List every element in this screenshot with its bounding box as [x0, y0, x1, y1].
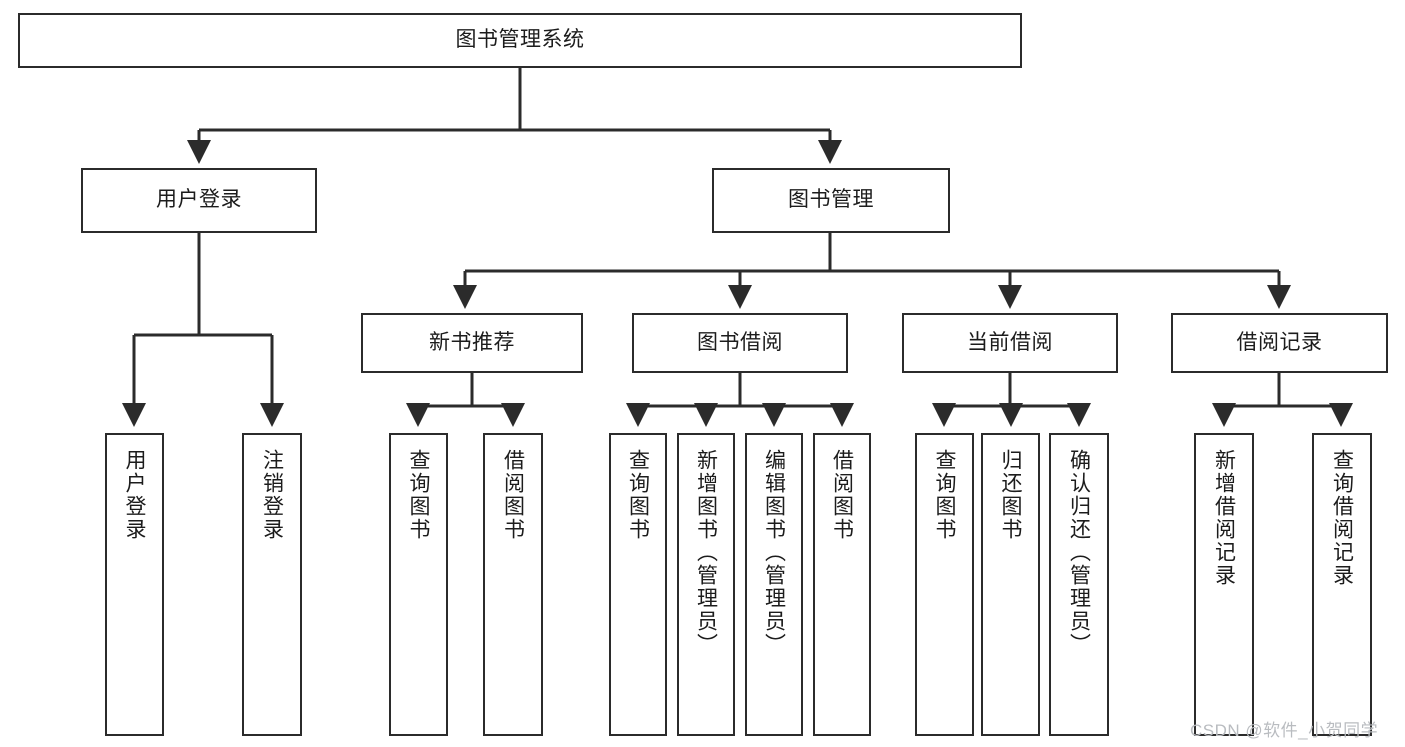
- leaf-current-borrow-return-label: 归还图书: [999, 449, 1022, 541]
- leaf-current-borrow-query[interactable]: 查询图书: [915, 433, 974, 736]
- node-root-system-label: 图书管理系统: [455, 28, 585, 52]
- node-borrow-record[interactable]: 借阅记录: [1171, 313, 1388, 373]
- leaf-new-book-borrow[interactable]: 借阅图书: [483, 433, 543, 736]
- leaf-book-borrow-add-label: 新增图书（管理员）: [694, 449, 718, 656]
- leaf-user-login-logout-label: 注销登录: [260, 449, 284, 541]
- leaf-book-borrow-query-label: 查询图书: [626, 449, 650, 541]
- leaf-borrow-record-add-label: 新增借阅记录: [1212, 449, 1236, 587]
- node-user-login-label: 用户登录: [156, 188, 242, 212]
- node-book-borrow-label: 图书借阅: [697, 330, 783, 354]
- node-new-book-recommend-label: 新书推荐: [429, 330, 515, 354]
- leaf-book-borrow-edit[interactable]: 编辑图书（管理员）: [745, 433, 803, 736]
- node-borrow-record-label: 借阅记录: [1236, 330, 1323, 354]
- node-book-manage[interactable]: 图书管理: [712, 168, 950, 233]
- leaf-book-borrow-borrow-label: 借阅图书: [830, 449, 854, 541]
- leaf-current-borrow-query-label: 查询图书: [933, 449, 956, 541]
- leaf-book-borrow-edit-label: 编辑图书（管理员）: [762, 449, 786, 656]
- leaf-borrow-record-query[interactable]: 查询借阅记录: [1312, 433, 1372, 736]
- leaf-book-borrow-query[interactable]: 查询图书: [609, 433, 667, 736]
- node-new-book-recommend[interactable]: 新书推荐: [361, 313, 583, 373]
- node-user-login[interactable]: 用户登录: [81, 168, 317, 233]
- leaf-new-book-query-label: 查询图书: [407, 449, 430, 541]
- leaf-new-book-borrow-label: 借阅图书: [501, 449, 525, 541]
- leaf-user-login-logout[interactable]: 注销登录: [242, 433, 302, 736]
- node-root-system[interactable]: 图书管理系统: [18, 13, 1022, 68]
- leaf-borrow-record-add[interactable]: 新增借阅记录: [1194, 433, 1254, 736]
- node-current-borrow[interactable]: 当前借阅: [902, 313, 1118, 373]
- leaf-book-borrow-add[interactable]: 新增图书（管理员）: [677, 433, 735, 736]
- leaf-new-book-query[interactable]: 查询图书: [389, 433, 448, 736]
- leaf-current-borrow-confirm[interactable]: 确认归还（管理员）: [1049, 433, 1109, 736]
- leaf-user-login-login-label: 用户登录: [123, 449, 146, 541]
- node-book-borrow[interactable]: 图书借阅: [632, 313, 848, 373]
- leaf-user-login-login[interactable]: 用户登录: [105, 433, 164, 736]
- node-book-manage-label: 图书管理: [788, 188, 874, 212]
- node-current-borrow-label: 当前借阅: [967, 330, 1053, 354]
- leaf-current-borrow-return[interactable]: 归还图书: [981, 433, 1040, 736]
- watermark-text: CSDN @软件_小贺同学: [1190, 721, 1379, 740]
- leaf-current-borrow-confirm-label: 确认归还（管理员）: [1067, 449, 1091, 656]
- leaf-borrow-record-query-label: 查询借阅记录: [1330, 449, 1354, 587]
- leaf-book-borrow-borrow[interactable]: 借阅图书: [813, 433, 871, 736]
